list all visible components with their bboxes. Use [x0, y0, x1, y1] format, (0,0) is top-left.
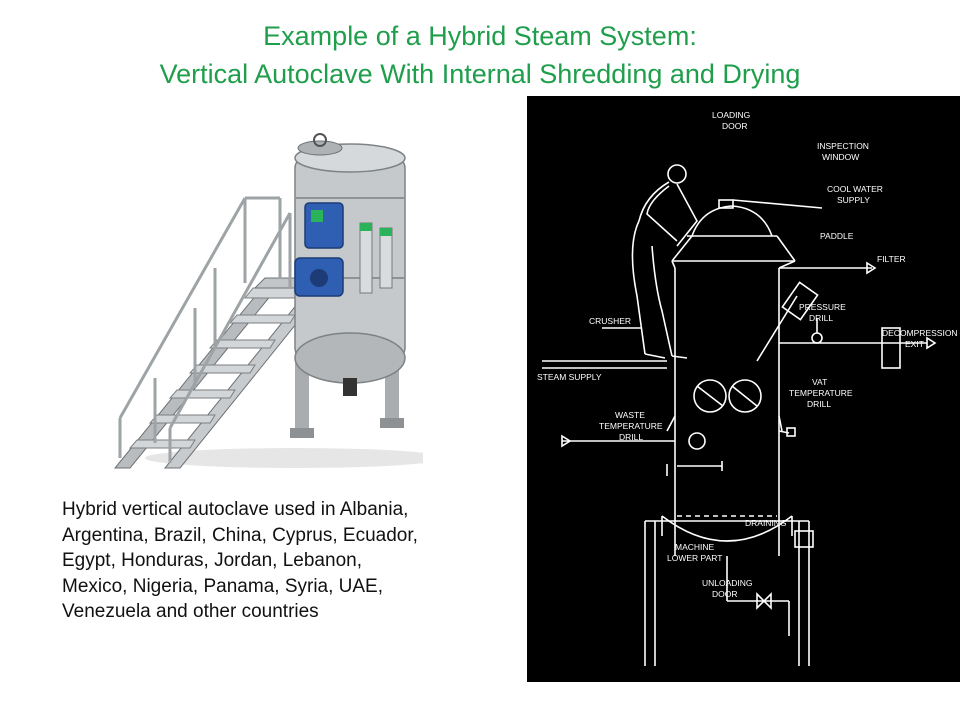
autoclave-schematic: LOADING DOOR INSPECTION WINDOW COOL WATE… — [527, 96, 960, 682]
label-vat-temperature-2: TEMPERATURE — [789, 388, 853, 398]
label-inspection-window-2: WINDOW — [822, 152, 859, 162]
label-paddle: PADDLE — [820, 231, 854, 241]
slide-title-line-1: Example of a Hybrid Steam System: — [263, 21, 697, 51]
label-waste-temperature-2: TEMPERATURE — [599, 421, 663, 431]
photo-caption: Hybrid vertical autoclave used in Albani… — [62, 497, 522, 625]
label-unloading-door: UNLOADING — [702, 578, 753, 588]
caption-line: Venezuela and other countries — [62, 601, 319, 623]
slide-title-line-2: Vertical Autoclave With Internal Shreddi… — [159, 59, 801, 89]
label-waste-temperature-3: DRILL — [619, 432, 643, 442]
label-machine-lower-part: MACHINE — [675, 542, 715, 552]
label-inspection-window: INSPECTION — [817, 141, 869, 151]
caption-line: Hybrid vertical autoclave used in Albani… — [62, 499, 409, 520]
label-vat-temperature-3: DRILL — [807, 399, 831, 409]
caption-line: Argentina, Brazil, China, Cyprus, Ecuado… — [62, 524, 418, 546]
caption-line: Mexico, Nigeria, Panama, Syria, UAE, — [62, 575, 384, 597]
label-decompression-exit-2: EXIT — [905, 339, 924, 349]
label-filter: FILTER — [877, 254, 906, 264]
label-machine-lower-part-2: LOWER PART — [667, 553, 722, 563]
label-decompression-exit: DECOMPRESSION — [882, 328, 958, 338]
label-draining: DRAINING — [745, 518, 787, 528]
label-unloading-door-2: DOOR — [712, 589, 738, 599]
label-loading-door-2: DOOR — [722, 121, 748, 131]
label-pressure-drill: PRESSURE — [799, 302, 846, 312]
label-loading-door: LOADING — [712, 110, 750, 120]
label-steam-supply: STEAM SUPPLY — [537, 372, 602, 382]
caption-line: Egypt, Honduras, Jordan, Lebanon, — [62, 550, 362, 572]
label-pressure-drill-2: DRILL — [809, 313, 833, 323]
label-vat-temperature: VAT — [812, 377, 827, 387]
label-cool-water-supply-2: SUPPLY — [837, 195, 870, 205]
label-waste-temperature: WASTE — [615, 410, 645, 420]
label-cool-water-supply: COOL WATER — [827, 184, 883, 194]
label-crusher: CRUSHER — [589, 316, 631, 326]
autoclave-photo — [95, 128, 423, 478]
